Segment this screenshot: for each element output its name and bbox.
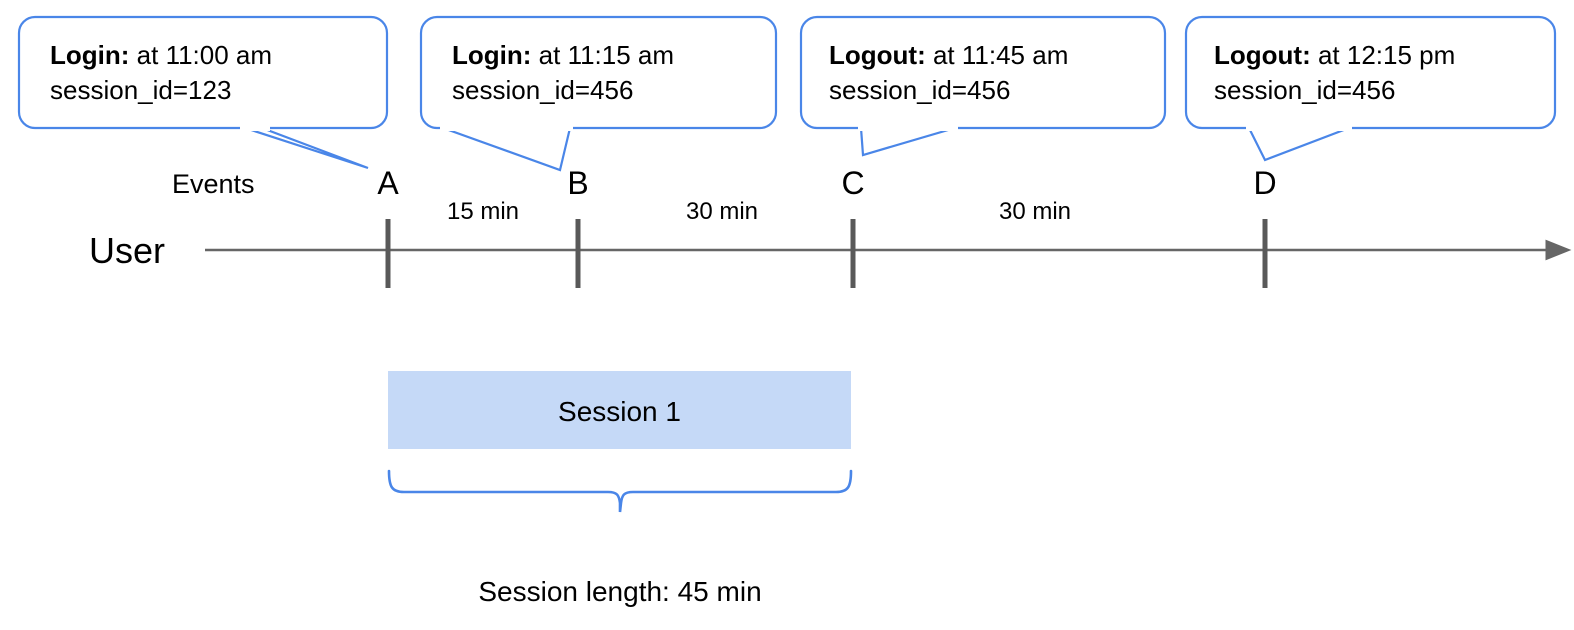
callout-line-2a: Login: at 11:15 am	[452, 38, 674, 73]
event-letter-d: D	[1253, 165, 1277, 201]
callout-label-2: Login:	[452, 40, 532, 70]
callout-label-3: Logout:	[829, 40, 926, 70]
session-bar-label: Session 1	[558, 396, 681, 427]
callout-tail-2	[442, 126, 572, 172]
event-letter-a: A	[377, 165, 399, 201]
events-lane-label: Events	[172, 169, 255, 199]
callout-session-4: session_id=456	[1214, 75, 1396, 105]
callout-line-1a: Login: at 11:00 am	[50, 38, 272, 73]
callout-session-2: session_id=456	[452, 75, 634, 105]
callout-tail-4	[1248, 126, 1350, 162]
callout-session-1: session_id=123	[50, 75, 232, 105]
callout-line-3a: Logout: at 11:45 am	[829, 38, 1068, 73]
callout-session-3: session_id=456	[829, 75, 1011, 105]
callout-time-4: at 12:15 pm	[1317, 40, 1456, 70]
callout-time-3: at 11:45 am	[932, 40, 1069, 70]
callout-text-4: Logout: at 12:15 pm session_id=456	[1214, 38, 1455, 108]
callout-text-1: Login: at 11:00 am session_id=123	[50, 38, 272, 108]
callout-tail-1	[244, 126, 369, 170]
callout-box-1	[17, 15, 389, 130]
callout-time-2: at 11:15 am	[538, 40, 675, 70]
session-length-caption: Session length: 45 min	[478, 576, 762, 607]
callout-box-3	[799, 15, 1167, 130]
callout-box-4	[1184, 15, 1557, 130]
interval-label-cd: 30 min	[998, 198, 1072, 225]
callout-line-4a: Logout: at 12:15 pm	[1214, 38, 1455, 73]
session-bar	[388, 371, 851, 449]
callout-box-2	[419, 15, 778, 130]
callout-label-4: Logout:	[1214, 40, 1311, 70]
interval-label-bc: 30 min	[685, 198, 759, 225]
interval-label-ab: 15 min	[446, 198, 520, 225]
callout-time-1: at 11:00 am	[136, 40, 273, 70]
event-letter-c: C	[841, 165, 865, 201]
callout-text-3: Logout: at 11:45 am session_id=456	[829, 38, 1068, 108]
session-brace	[387, 469, 853, 513]
callout-tail-3	[859, 126, 956, 157]
callout-text-2: Login: at 11:15 am session_id=456	[452, 38, 674, 108]
event-letter-b: B	[567, 165, 589, 201]
callout-label-1: Login:	[50, 40, 130, 70]
user-lane-label: User	[89, 230, 166, 271]
